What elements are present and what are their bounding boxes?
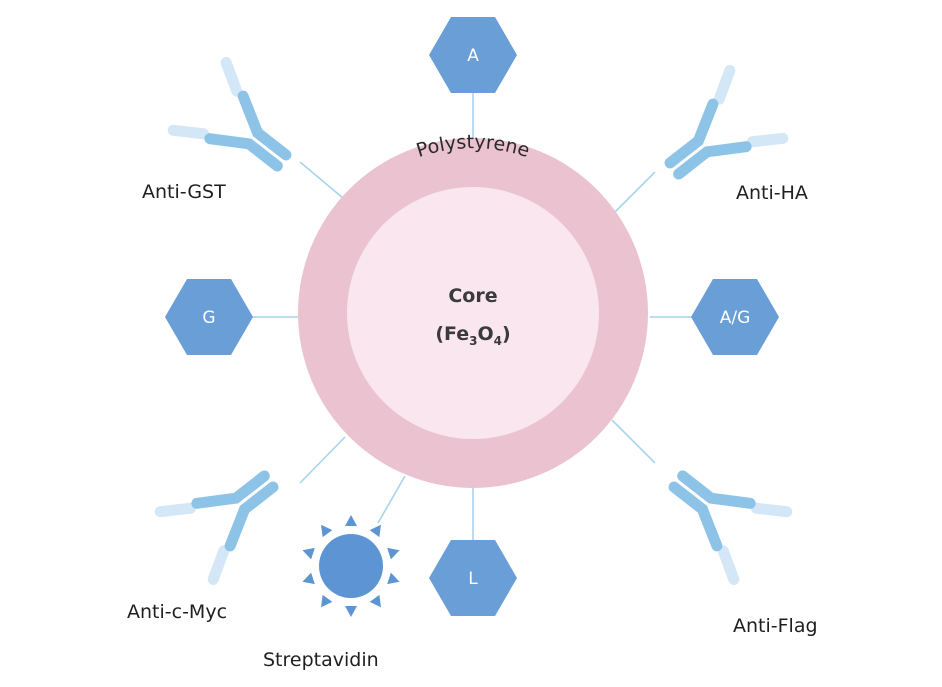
connector-lines bbox=[252, 92, 694, 541]
connector-anti-flag bbox=[611, 419, 656, 464]
protein-l-label: L bbox=[468, 569, 478, 589]
hexagon-icon bbox=[429, 17, 517, 93]
connector-anti-c-myc bbox=[299, 436, 346, 484]
core-formula: (Fe3O4) bbox=[435, 323, 510, 348]
protein-a-hexagon: A bbox=[429, 17, 517, 93]
anti-c-myc-antibody-icon bbox=[160, 448, 295, 580]
connector-anti-ha bbox=[611, 171, 656, 216]
connector-anti-gst bbox=[299, 161, 344, 199]
hexagon-icon bbox=[691, 279, 779, 355]
protein-ag-hexagon: A/G bbox=[691, 279, 779, 355]
hexagon-icon bbox=[165, 279, 253, 355]
anti-flag-antibody-icon bbox=[652, 448, 787, 580]
streptavidin-sun-icon bbox=[302, 515, 400, 617]
core-formula-sub1: 3 bbox=[469, 334, 477, 348]
streptavidin-label: Streptavidin bbox=[263, 649, 379, 671]
connector-streptavidin bbox=[377, 475, 406, 524]
protein-g-label: G bbox=[202, 308, 215, 328]
anti-gst-antibody-icon bbox=[173, 63, 308, 195]
core-formula-open: (Fe bbox=[435, 323, 469, 345]
anti-gst-label: Anti-GST bbox=[142, 181, 226, 203]
sun-icon bbox=[319, 534, 383, 598]
protein-l-hexagon: L bbox=[429, 540, 517, 616]
protein-a-label: A bbox=[467, 46, 479, 66]
core-formula-sub2: 4 bbox=[494, 334, 502, 348]
core-formula-mid: O bbox=[477, 323, 493, 345]
core-label: Core bbox=[448, 285, 497, 307]
anti-flag-label: Anti-Flag bbox=[733, 615, 818, 637]
protein-g-hexagon: G bbox=[165, 279, 253, 355]
protein-ag-label: A/G bbox=[720, 308, 751, 328]
anti-ha-label: Anti-HA bbox=[736, 182, 808, 204]
sun-rays bbox=[302, 515, 400, 617]
hexagon-icon bbox=[429, 540, 517, 616]
anti-c-myc-label: Anti-c-Myc bbox=[127, 601, 227, 623]
iron-oxide-core bbox=[347, 187, 599, 439]
core-formula-close: ) bbox=[502, 323, 511, 345]
magnetic-bead bbox=[298, 138, 648, 488]
